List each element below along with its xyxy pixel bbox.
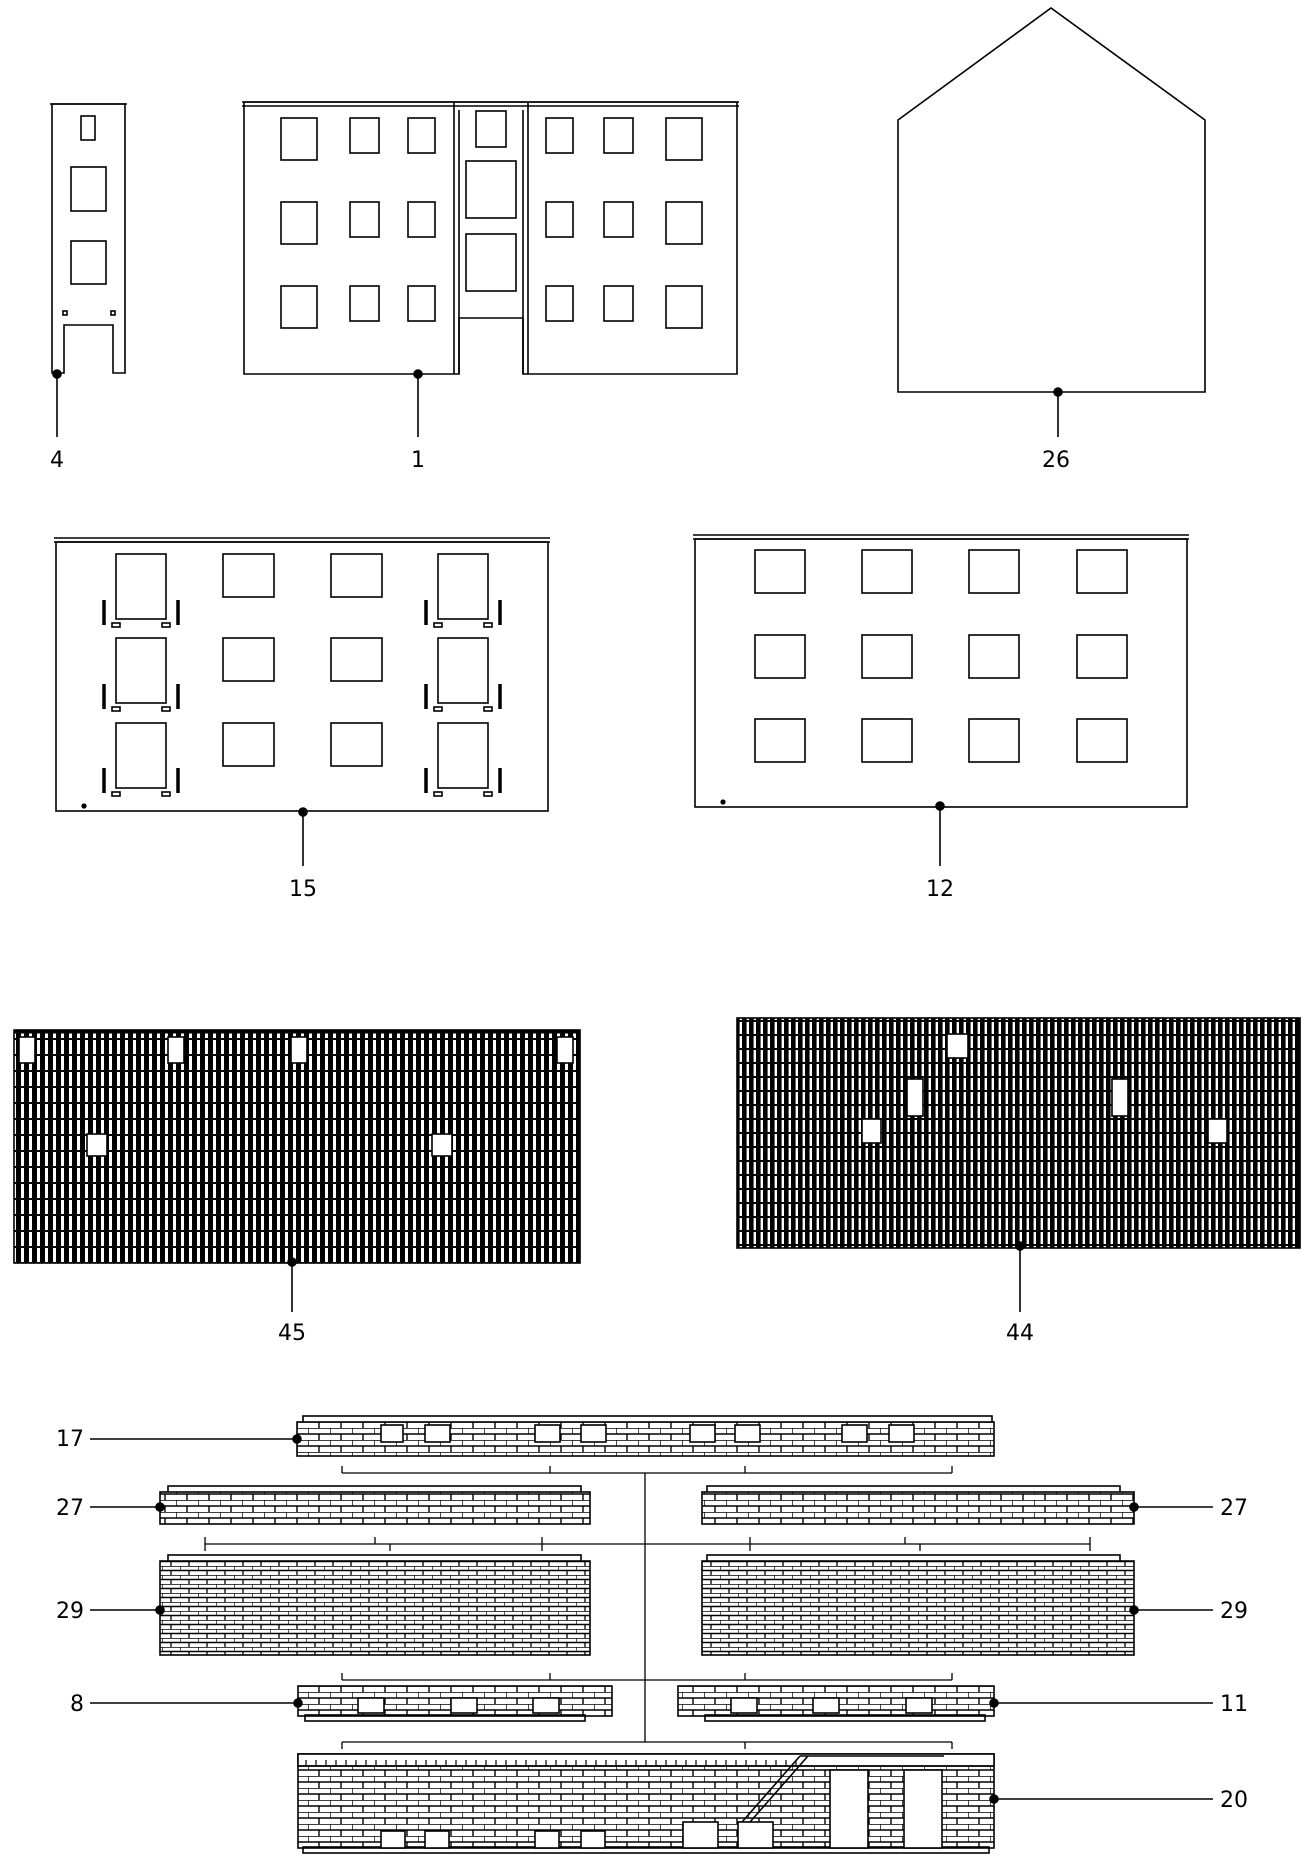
leader-29-right: [1129, 1605, 1213, 1615]
label-29-right: 29: [1220, 1599, 1248, 1624]
leader-15: [298, 807, 308, 866]
label-4: 4: [50, 448, 64, 473]
leader-11: [989, 1698, 1213, 1708]
assembly-tree-lines: [204, 1466, 1091, 1749]
leader-8: [90, 1698, 303, 1708]
part-12-mark: [720, 799, 726, 805]
label-15: 15: [289, 877, 317, 902]
label-8: 8: [70, 1692, 84, 1717]
part-20-top-ticks: [305, 1760, 797, 1766]
part-29-right-brick-panel: [701, 1554, 1135, 1656]
label-26: 26: [1042, 448, 1070, 473]
part-8-brick-strip: [297, 1685, 613, 1722]
leader-27-left: [90, 1502, 165, 1512]
leader-20: [989, 1794, 1213, 1804]
part-12-side-wall: [693, 534, 1189, 808]
part-4-tower-wall: [50, 103, 127, 374]
part-27-left-brick-strip: [159, 1485, 591, 1525]
part-26-gable-end: [897, 7, 1206, 393]
part-45-roof-panel: [13, 1029, 581, 1264]
label-27-left: 27: [56, 1496, 84, 1521]
part-15-side-wall: [54, 537, 550, 812]
leader-29-left: [90, 1605, 165, 1615]
leader-45: [287, 1257, 297, 1312]
part-17-brick-strip: [296, 1415, 995, 1457]
part-20-base-brick-wall: [297, 1753, 995, 1854]
label-27-right: 27: [1220, 1496, 1248, 1521]
leader-17: [90, 1434, 302, 1444]
label-20: 20: [1220, 1788, 1248, 1813]
label-29-left: 29: [56, 1599, 84, 1624]
leader-44: [1015, 1241, 1025, 1312]
part-27-right-brick-strip: [701, 1485, 1135, 1525]
leader-27-right: [1129, 1502, 1213, 1512]
leader-12: [935, 801, 945, 866]
part-44-roof-panel: [736, 1017, 1301, 1249]
part-1-front-facade: [242, 101, 739, 375]
label-11: 11: [1220, 1692, 1248, 1717]
leader-4: [52, 369, 62, 437]
leader-26: [1053, 387, 1063, 437]
label-44: 44: [1006, 1321, 1034, 1346]
label-12: 12: [926, 877, 954, 902]
part-labels: 4 1 26 15 12 45 44 17 27 27 29 29 8 11 2…: [50, 448, 1248, 1813]
label-1: 1: [411, 448, 425, 473]
label-17: 17: [56, 1427, 84, 1452]
label-45: 45: [278, 1321, 306, 1346]
part-15-mark: [81, 803, 87, 809]
part-15-shutters: [102, 600, 502, 793]
part-11-brick-strip: [677, 1685, 995, 1722]
leader-1: [413, 369, 423, 437]
part-29-left-brick-panel: [159, 1554, 591, 1656]
